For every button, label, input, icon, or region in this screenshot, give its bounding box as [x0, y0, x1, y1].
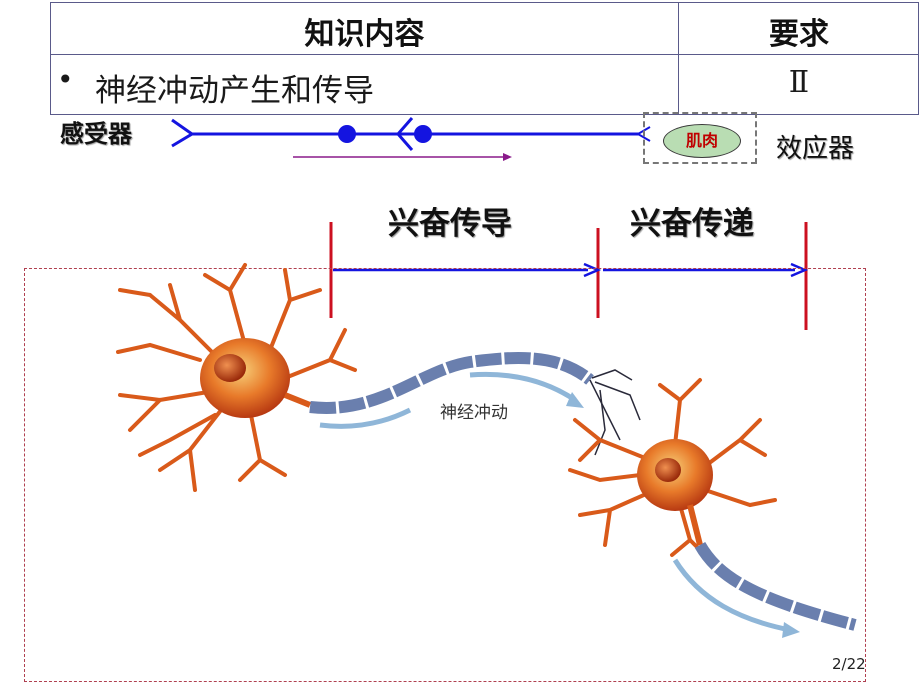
impulse-arrow-3-head	[782, 622, 800, 638]
neuron-2-axon-hillock	[687, 504, 703, 546]
row-bullet: •	[57, 63, 74, 96]
table-header-row	[51, 3, 918, 55]
conduction-arrow-head	[583, 262, 602, 278]
impulse-arrow-3	[672, 558, 791, 633]
impulse-arrow-1	[319, 407, 412, 429]
table-column-divider	[678, 3, 679, 114]
neuron-1-soma	[200, 338, 290, 418]
header-requirement: 要求	[769, 17, 829, 52]
muscle-label: 肌肉	[663, 124, 741, 158]
effector-label: 效应器	[776, 134, 855, 164]
neuron-1-nucleus	[214, 354, 246, 382]
direction-arrow-head	[503, 153, 512, 161]
conduction-label: 兴奋传导	[388, 206, 512, 242]
row-content: 神经冲动产生和传导	[95, 73, 374, 109]
neuron-1-axon-hillock	[283, 392, 312, 408]
impulse-arrow-2-head	[566, 392, 584, 408]
header-knowledge-content: 知识内容	[304, 17, 425, 52]
axon-1-myelin	[309, 352, 594, 414]
neuron-1-dendrites	[116, 263, 357, 492]
neuron-2-nucleus	[655, 458, 681, 482]
effector-box	[643, 112, 757, 164]
axon-terminals	[589, 369, 641, 456]
axon-2-myelin	[694, 541, 857, 631]
neuron-body-1	[338, 125, 356, 143]
neuron-2-dendrites	[568, 378, 777, 562]
synapse-fork	[396, 117, 414, 151]
page-number: 2/22	[832, 655, 866, 673]
row-requirement: Ⅱ	[788, 65, 810, 100]
transmission-arrow-head	[790, 262, 809, 278]
neuron-illustration-frame	[24, 268, 866, 682]
receptor-label: 感受器	[60, 120, 132, 148]
impulse-label: 神经冲动	[440, 403, 508, 423]
transmission-label: 兴奋传递	[630, 206, 754, 242]
effector-ending	[636, 126, 651, 142]
impulse-arrow-2	[469, 371, 577, 403]
neuron-body-2	[414, 125, 432, 143]
knowledge-table: 知识内容 要求 • 神经冲动产生和传导 Ⅱ	[50, 2, 919, 115]
